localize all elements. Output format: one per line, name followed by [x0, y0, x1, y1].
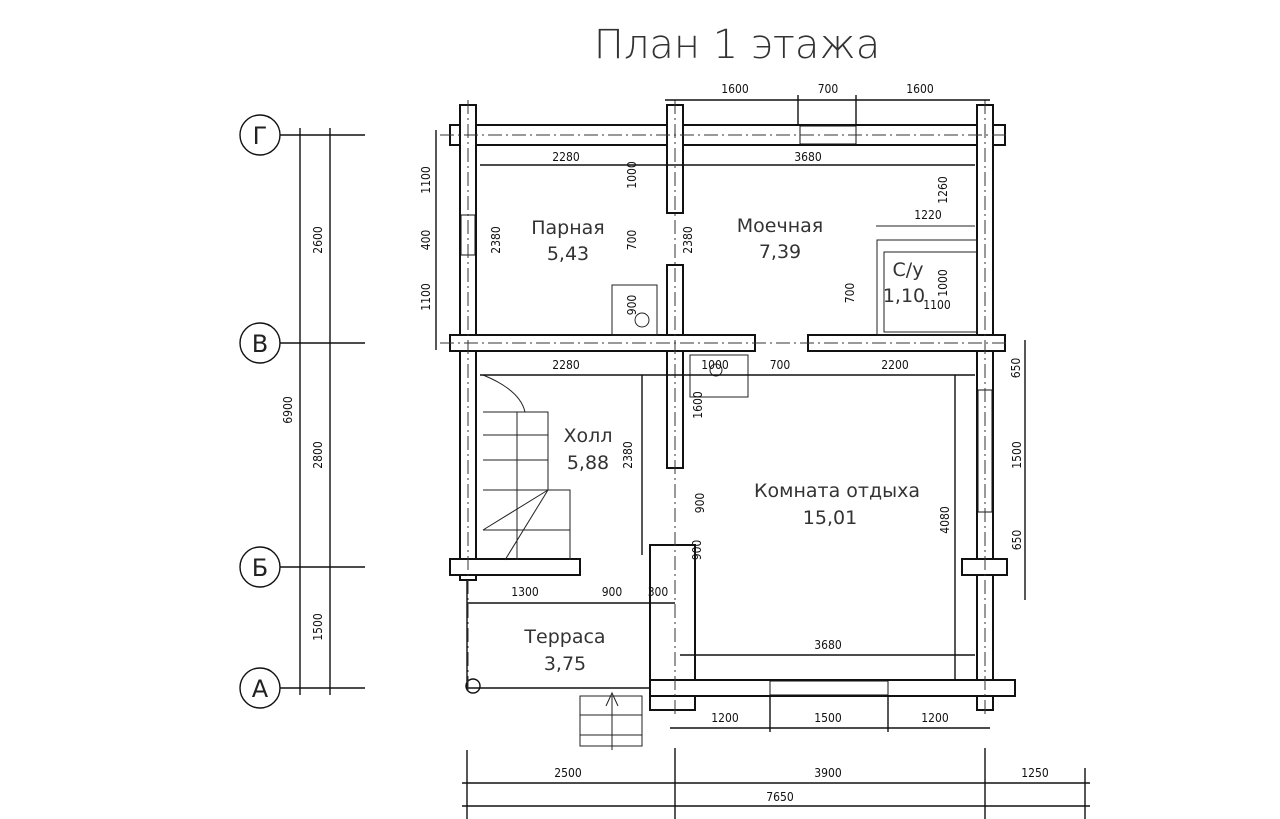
dimension-line: [504, 489, 549, 561]
room-name-hall: Холл: [564, 425, 613, 447]
window-bottom: [769, 680, 889, 696]
dimension-label: 2280: [552, 150, 580, 164]
dimension-label: 700: [770, 358, 791, 372]
dimension-label: 300: [648, 585, 669, 599]
dimension-label: 2800: [311, 441, 325, 469]
dimension-label: 900: [602, 585, 623, 599]
drawing-mark: [709, 363, 723, 377]
fixtures: [482, 239, 978, 750]
drawing-mark: [482, 374, 571, 560]
axis-marker-b: Б: [239, 546, 365, 588]
dimension-label: 700: [843, 283, 857, 304]
dimension-label: 3680: [794, 150, 822, 164]
dimension-label: 2380: [489, 226, 503, 254]
wall-segment: [689, 354, 749, 398]
dimension-label: 900: [690, 540, 704, 561]
dimension-label: 1500: [814, 711, 842, 725]
walls: [440, 100, 1016, 715]
terrace-post: [465, 678, 481, 694]
dimension-label: 1100: [419, 166, 433, 194]
dimension-label: 1600: [721, 82, 749, 96]
dimension-label: 6900: [281, 396, 295, 424]
dimension-label: 1100: [923, 298, 951, 312]
stove: [611, 284, 658, 336]
axis-marker-v: В: [239, 322, 365, 364]
dimension-label: 2380: [681, 226, 695, 254]
room-area-wc: 1,10: [883, 285, 925, 307]
room-name-living: Комната отдыха: [754, 480, 920, 502]
dimension-label: 1300: [511, 585, 539, 599]
room-name-parnaya: Парная: [531, 217, 605, 239]
room-area-moechnaya: 7,39: [759, 241, 801, 263]
drawing-mark: [634, 312, 650, 328]
room-name-moechnaya: Моечная: [737, 215, 823, 237]
dimension-label: 1200: [711, 711, 739, 725]
room-name-terrace: Терраса: [523, 626, 605, 648]
dimension-label: 2500: [554, 766, 582, 780]
dimension-label: 650: [1010, 530, 1024, 551]
axis-marker-g: Г: [239, 114, 365, 156]
wall-segment: [449, 558, 581, 576]
room-labels: Парная 5,43 Моечная 7,39 С/у 1,10 Холл 5…: [523, 215, 925, 675]
label: Б: [252, 554, 268, 582]
dimension-label: 2280: [552, 358, 580, 372]
dimension-label: 2380: [621, 441, 635, 469]
room-area-terrace: 3,75: [544, 653, 586, 675]
dimension-label: 2200: [881, 358, 909, 372]
dimension-label: 3680: [814, 638, 842, 652]
dimension-label: 1100: [419, 283, 433, 311]
dimension-label: 2600: [311, 226, 325, 254]
label: Г: [253, 122, 268, 150]
dimension-label: 1000: [625, 161, 639, 189]
dimension-label: 1000: [701, 358, 729, 372]
dimension-label: 7650: [766, 790, 794, 804]
dimension-label: 900: [625, 295, 639, 316]
wall-segment: [883, 251, 978, 333]
left-dimensions: 2600 2800 1500 6900 1100 400 1100: [281, 128, 437, 695]
dimension-line: [482, 489, 549, 531]
drawing-mark: [605, 691, 619, 707]
entry-steps: [579, 691, 643, 750]
dimension-label: 1600: [691, 391, 705, 419]
dimension-label: 1000: [936, 269, 950, 297]
dimension-label: 1220: [914, 208, 942, 222]
dimension-label: 1600: [906, 82, 934, 96]
dimension-label: 900: [693, 493, 707, 514]
dimension-label: 1250: [1021, 766, 1049, 780]
plan-title: План 1 этажа: [594, 22, 880, 68]
staircase: [482, 374, 571, 561]
dimension-label: 3900: [814, 766, 842, 780]
dimensions: 1600 700 1600 2280 3680 1000 700 900 238…: [462, 82, 1090, 819]
dimension-label: 650: [1009, 358, 1023, 379]
dimension-label: 4080: [938, 506, 952, 534]
room-area-parnaya: 5,43: [547, 243, 589, 265]
label: А: [252, 675, 269, 703]
room-area-living: 15,01: [803, 507, 857, 529]
room-area-hall: 5,88: [567, 452, 609, 474]
dimension-label: 700: [818, 82, 839, 96]
dimension-label: 1500: [1010, 441, 1024, 469]
wall-segment: [579, 695, 643, 747]
axis-marker-a: А: [239, 667, 365, 709]
label: В: [252, 330, 268, 358]
axis-markers: Г В Б А: [239, 114, 365, 709]
dimension-label: 1260: [936, 176, 950, 204]
dimension-label: 1500: [311, 613, 325, 641]
dimension-label: 700: [625, 230, 639, 251]
dimension-label: 1200: [921, 711, 949, 725]
room-name-wc: С/у: [893, 259, 924, 281]
dimension-label: 400: [419, 230, 433, 251]
